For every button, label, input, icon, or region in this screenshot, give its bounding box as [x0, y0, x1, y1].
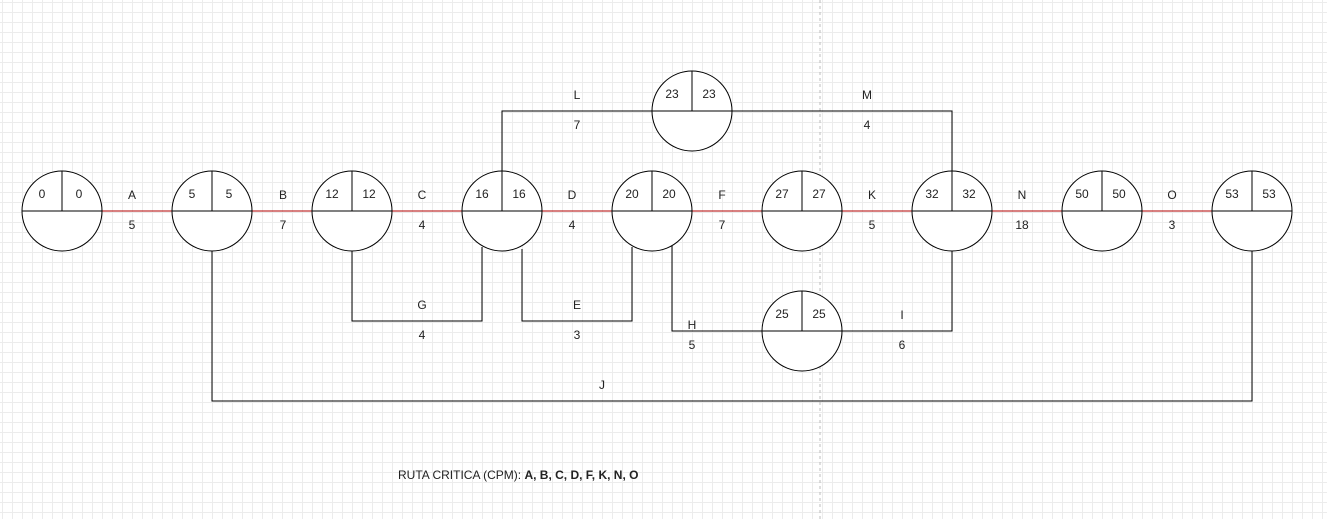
activity-label-b: B	[279, 188, 287, 202]
activity-label-n: N	[1018, 188, 1027, 202]
node-late-start: 50	[1112, 187, 1126, 201]
activity-duration-i: 6	[899, 338, 906, 352]
node-late-start: 32	[962, 187, 976, 201]
event-node-n9: 53 53	[1211, 170, 1293, 252]
activity-edges	[102, 110, 1253, 402]
node-late-start: 5	[226, 187, 233, 201]
node-early-start: 23	[665, 87, 679, 101]
activity-label-m: M	[862, 88, 872, 102]
node-late-start: 53	[1262, 187, 1276, 201]
node-early-start: 27	[775, 187, 789, 201]
event-node-n8: 50 50	[1061, 170, 1143, 252]
activity-edge-h	[671, 246, 762, 332]
node-early-start: 20	[625, 187, 639, 201]
activity-duration-f: 7	[719, 218, 726, 232]
activity-label-a: A	[128, 188, 136, 202]
activity-edge-m	[732, 110, 953, 171]
activity-duration-a: 5	[129, 218, 136, 232]
event-node-n3: 12 12	[311, 170, 393, 252]
activity-duration-n: 18	[1015, 218, 1029, 232]
node-early-start: 16	[475, 187, 489, 201]
activity-label-g: G	[417, 298, 426, 312]
event-node-n7: 32 32	[911, 170, 993, 252]
activity-duration-m: 4	[864, 118, 871, 132]
activity-label-o: O	[1167, 188, 1176, 202]
activity-label-d: D	[568, 188, 577, 202]
critical-route-caption: RUTA CRITICA (CPM): A, B, C, D, F, K, N,…	[398, 468, 638, 482]
activity-duration-g: 4	[419, 328, 426, 342]
node-late-start: 27	[812, 187, 826, 201]
activity-label-j: J	[599, 378, 605, 392]
activity-label-f: F	[718, 188, 725, 202]
activity-label-h: H	[688, 318, 697, 332]
activity-duration-l: 7	[574, 118, 581, 132]
activity-edge-l	[501, 110, 652, 171]
node-late-start: 16	[512, 187, 526, 201]
node-early-start: 50	[1075, 187, 1089, 201]
node-early-start: 5	[189, 187, 196, 201]
event-node-n10: 23 23	[651, 70, 733, 152]
node-early-start: 32	[925, 187, 939, 201]
critical-route-label: RUTA CRITICA (CPM):	[398, 468, 522, 482]
critical-route-value: A, B, C, D, F, K, N, O	[524, 468, 639, 482]
node-late-start: 0	[76, 187, 83, 201]
node-late-start: 23	[702, 87, 716, 101]
activity-edge-i	[842, 251, 953, 332]
node-late-start: 12	[362, 187, 376, 201]
activity-duration-c: 4	[419, 218, 426, 232]
activity-label-l: L	[574, 88, 581, 102]
node-late-start: 25	[812, 307, 826, 321]
node-late-start: 20	[662, 187, 676, 201]
event-node-n11: 25 25	[761, 290, 843, 372]
activity-duration-b: 7	[280, 218, 287, 232]
activity-label-i: I	[900, 308, 903, 322]
activity-edge-e	[521, 247, 633, 322]
activity-duration-e: 3	[574, 328, 581, 342]
activity-duration-h: 5	[689, 338, 696, 352]
activity-label-c: C	[418, 188, 427, 202]
node-early-start: 53	[1225, 187, 1239, 201]
activity-edge-j	[211, 251, 1253, 402]
activity-duration-o: 3	[1169, 218, 1176, 232]
activity-edge-g	[351, 247, 483, 322]
node-early-start: 0	[39, 187, 46, 201]
activity-duration-k: 5	[869, 218, 876, 232]
event-node-n6: 27 27	[761, 170, 843, 252]
activity-duration-d: 4	[569, 218, 576, 232]
node-early-start: 12	[325, 187, 339, 201]
node-early-start: 25	[775, 307, 789, 321]
activity-label-k: K	[868, 188, 876, 202]
activity-label-e: E	[573, 298, 581, 312]
